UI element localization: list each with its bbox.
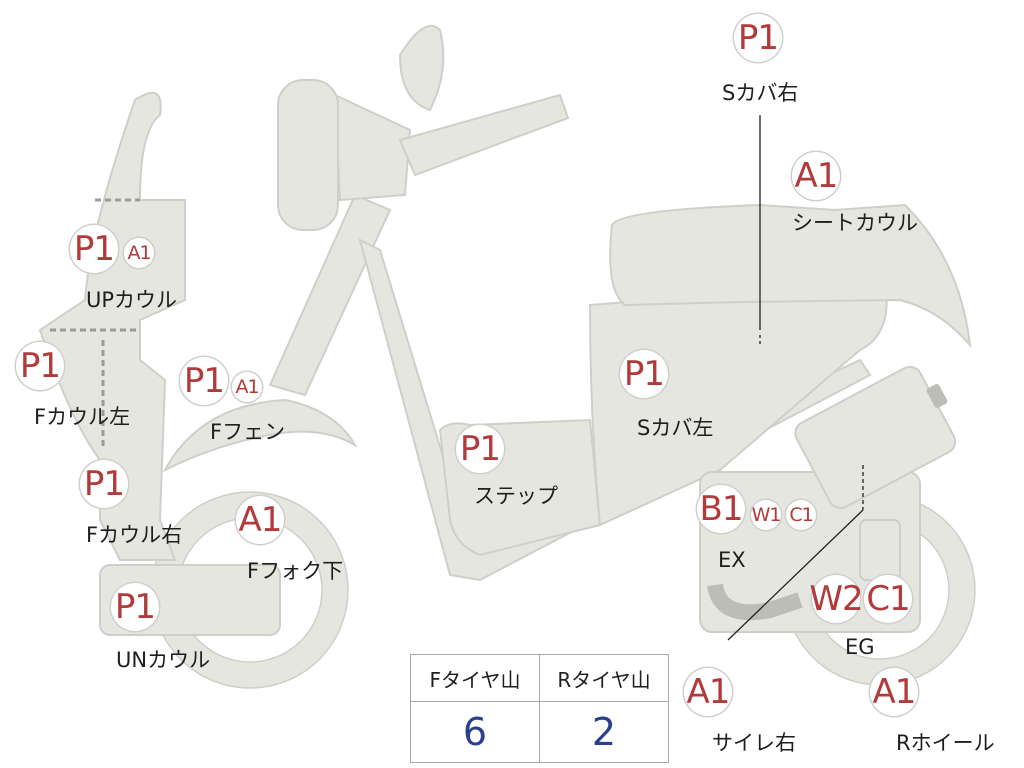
engine-code-2: C1 [864,575,912,623]
f-cowl-left-label: Fカウル左 [34,405,131,429]
seat-cowl-code-1: A1 [792,152,840,200]
step-label: ステップ [474,484,558,508]
s-cover-left-label: Sカバ左 [637,416,714,440]
s-cover-right-code-1: P1 [734,14,782,62]
exhaust-code-1: B1 [697,485,745,533]
exhaust-code-2: W1 [751,500,781,530]
s-cover-right-label: Sカバ右 [722,81,799,105]
silencer-right-code-1: A1 [684,668,732,716]
s-cover-left-code-1: P1 [620,350,668,398]
f-cowl-right-label: Fカウル右 [86,523,183,547]
step-code-1: P1 [456,425,504,473]
f-fork-lower-label: Fフォク下 [247,559,344,583]
front-fender-shape [162,398,358,473]
rear-tire-header: Rタイヤ山 [539,654,669,702]
f-cowl-right-code-1: P1 [80,460,128,508]
up-cowl-label: UPカウル [86,288,178,312]
up-cowl-code-1: P1 [70,225,118,273]
under-cowl-label: UNカウル [116,648,211,672]
front-tire-header: Fタイヤ山 [410,654,540,702]
rear-wheel-code-1: A1 [870,668,918,716]
silencer-right-label: サイレ右 [712,731,796,755]
engine-code-1: W2 [809,575,864,623]
front-tire-value: 6 [410,701,540,763]
rear-wheel-label: Rホイール [896,731,995,755]
headlight-shape [277,79,339,231]
f-fender-code-2: A1 [232,372,262,402]
up-cowl-code-2: A1 [124,238,154,268]
f-cowl-left-code-1: P1 [16,342,64,390]
tire-tread-table: Fタイヤ山 Rタイヤ山 6 2 [410,654,669,763]
exhaust-code-3: C1 [786,500,816,530]
under-cowl-code-1: P1 [111,583,159,631]
mirror-shape [398,24,445,112]
engine-label: EG [845,635,875,659]
seat-cowl-label: シートカウル [792,211,918,235]
f-fork-lower-code-1: A1 [236,496,284,544]
rear-tire-value: 2 [539,701,669,763]
exhaust-label: EX [718,548,746,572]
seat-shape [609,203,972,349]
f-fender-code-1: P1 [180,357,228,405]
f-fender-label: Fフェン [210,420,286,444]
